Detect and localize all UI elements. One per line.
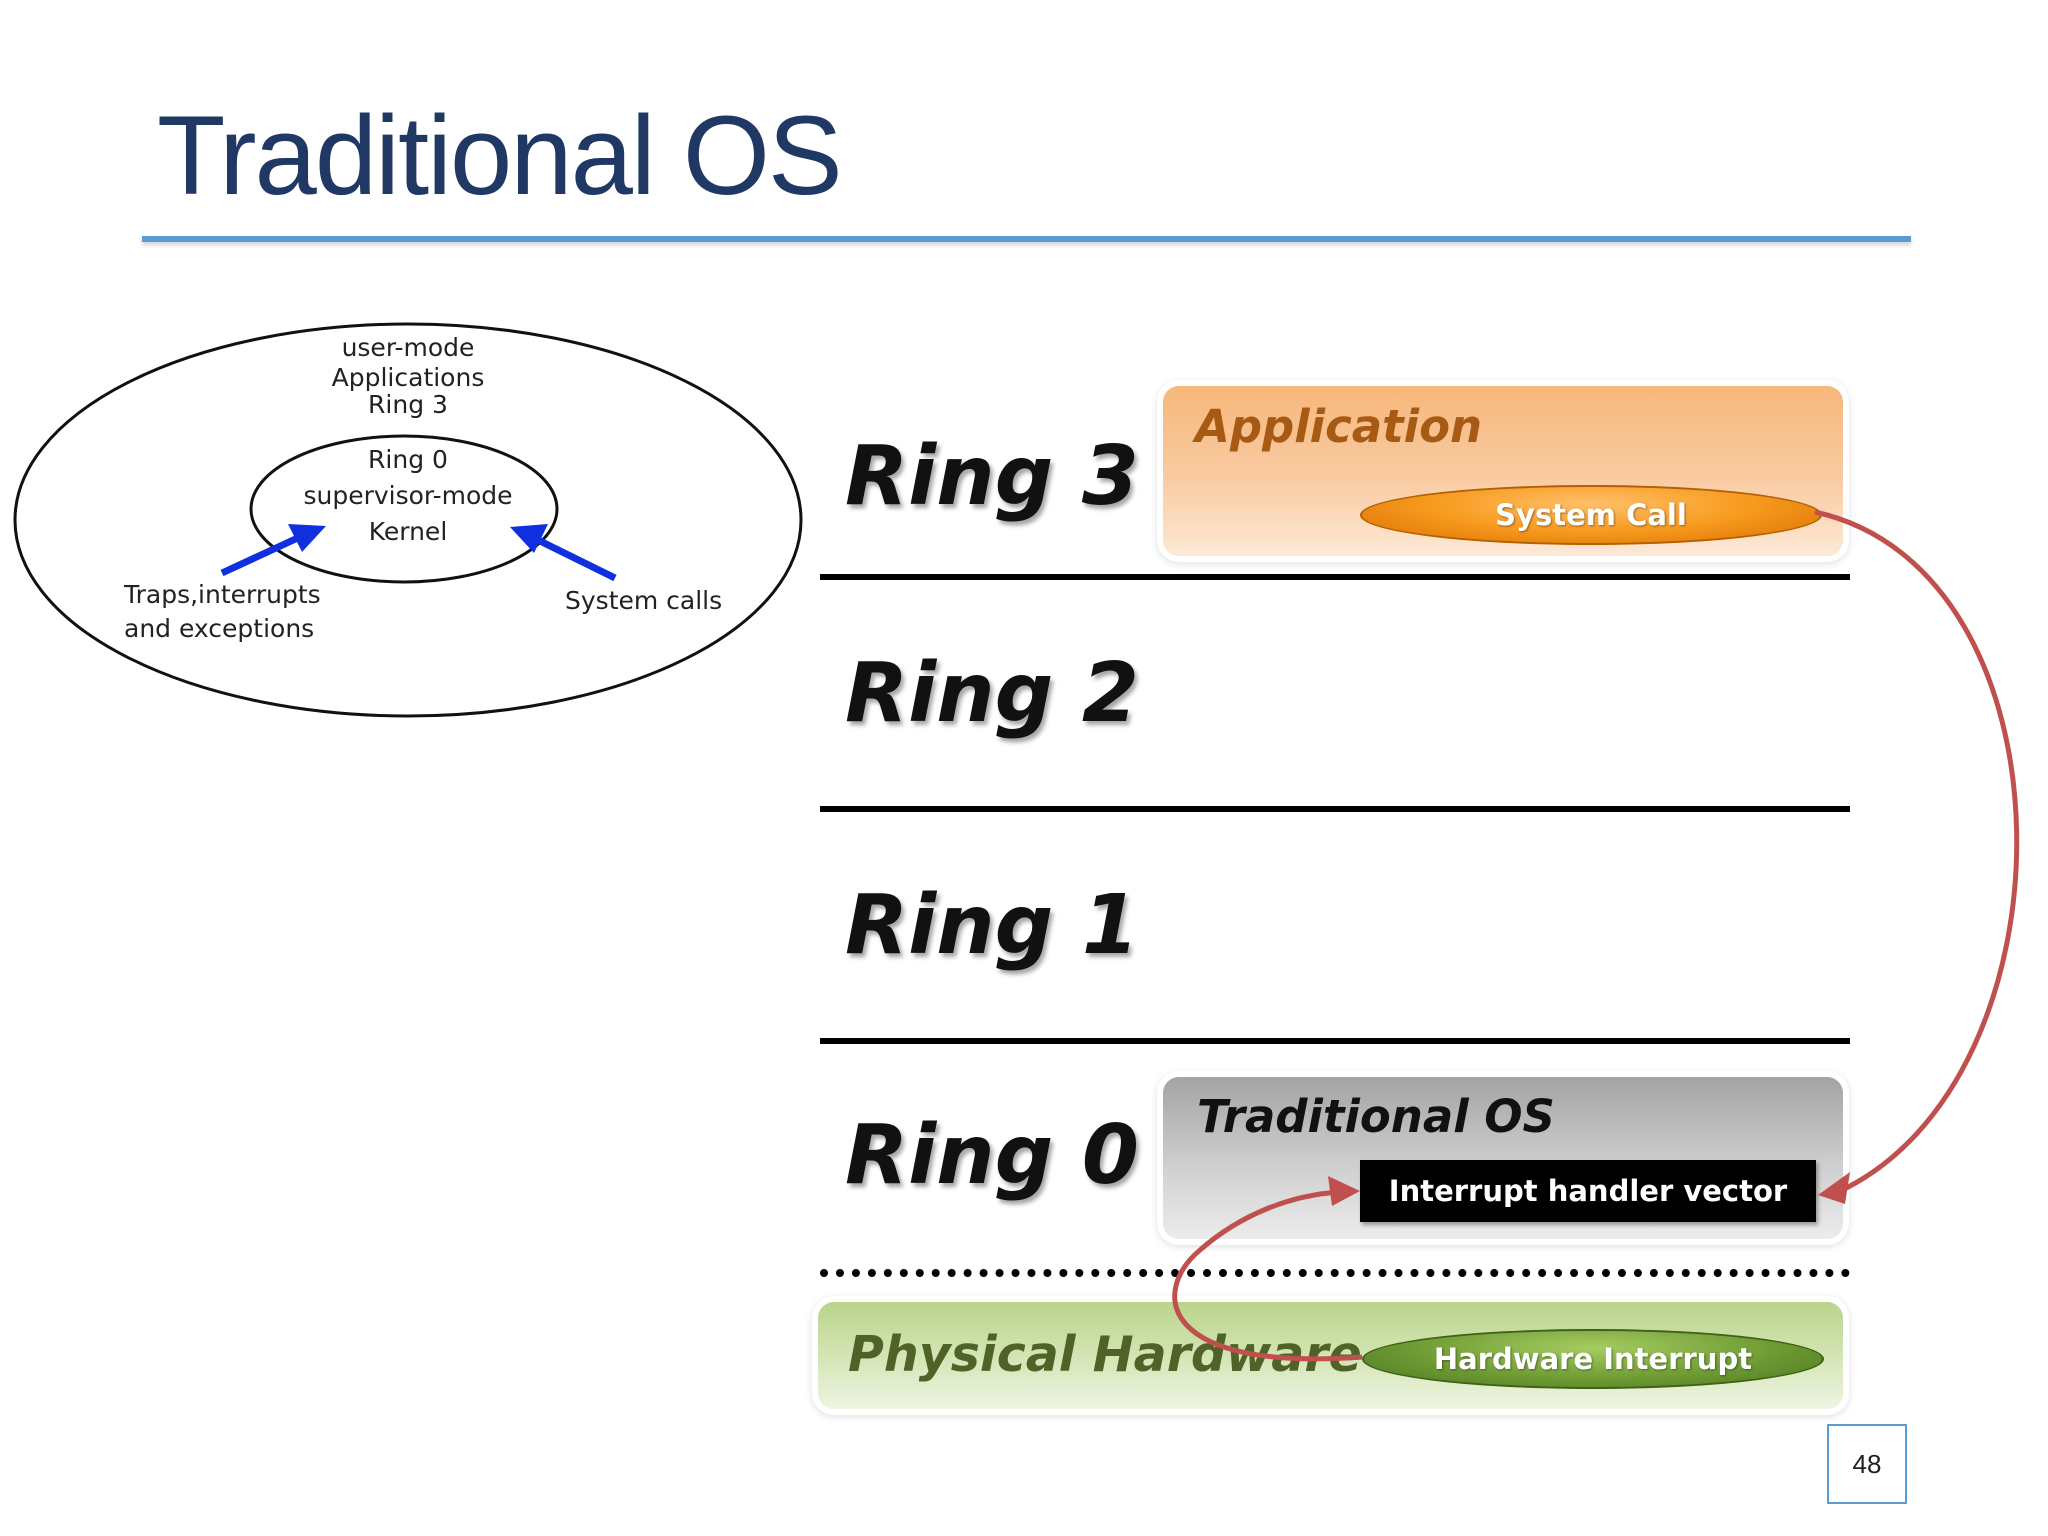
traditional-os-heading: Traditional OS (1197, 1090, 1555, 1143)
page-number: 48 (1827, 1424, 1907, 1504)
system-calls-label: System calls (565, 586, 723, 615)
ring-2-label: Ring 2 (845, 646, 1139, 741)
syscall-arrow-shaft (536, 536, 617, 582)
inner-ring-label: Ring 0 supervisor-mode Kernel (298, 442, 518, 550)
syscall-arrow-head (510, 524, 548, 553)
outer-label-line: user-mode (341, 333, 475, 362)
ring-1-label: Ring 1 (845, 878, 1139, 973)
kernel-mode-ellipse (249, 434, 559, 584)
hardware-interrupt-pill: Hardware Interrupt (1362, 1329, 1824, 1389)
inner-label-line: Kernel (368, 517, 448, 546)
system-call-pill: System Call (1360, 485, 1822, 545)
ring-divider (820, 1038, 1850, 1044)
inner-label-line: Ring 0 (368, 445, 448, 474)
inner-label-line: supervisor-mode (303, 481, 513, 510)
title-underline (142, 236, 1911, 242)
application-heading: Application (1195, 400, 1483, 453)
ring-divider (820, 574, 1850, 580)
user-mode-ellipse (13, 322, 803, 718)
traps-arrow-shaft (220, 532, 304, 577)
hardware-divider (820, 1269, 1850, 1277)
ring-divider (820, 806, 1850, 812)
traps-label: Traps,interrupts and exceptions (124, 578, 321, 646)
traps-label-line: Traps,interrupts (124, 580, 321, 609)
outer-label-line: Ring 3 (368, 390, 448, 419)
system-call-arrow (1814, 509, 2020, 1195)
ring-3-label: Ring 3 (845, 429, 1139, 524)
outer-ring-label: user-mode Applications Ring 3 (308, 333, 508, 420)
slide-title: Traditional OS (157, 93, 843, 218)
protection-ring-svg (13, 322, 803, 718)
interrupt-handler-vector-box: Interrupt handler vector (1360, 1160, 1816, 1222)
traps-arrow-head (288, 524, 326, 552)
outer-label-line: Applications (331, 363, 485, 392)
protection-ring-diagram: user-mode Applications Ring 3 Ring 0 sup… (0, 310, 820, 730)
traps-label-line: and exceptions (124, 614, 315, 643)
physical-hardware-heading: Physical Hardware (848, 1326, 1362, 1383)
ring-0-label: Ring 0 (845, 1108, 1139, 1203)
